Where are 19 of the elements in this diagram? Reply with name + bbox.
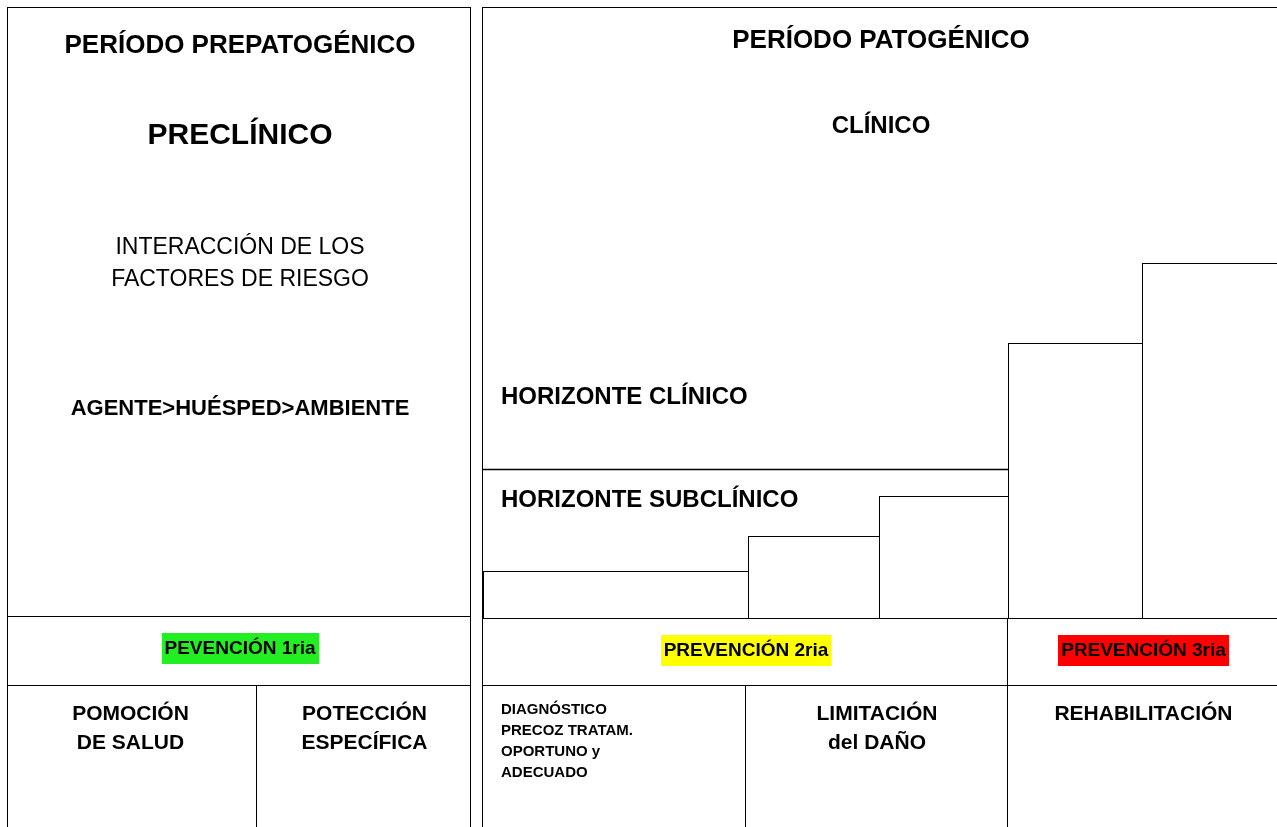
period-heading: PERÍODO PATOGÉNICO: [731, 23, 1031, 56]
description-text: INTERACCIÓN DE LOS FACTORES DE RIESGO: [110, 232, 370, 294]
horizon-label: HORIZONTE CLÍNICO: [501, 381, 749, 411]
prevention-row-cell: [7, 616, 471, 686]
measure-text: POTECCIÓN ESPECÍFICA: [300, 700, 429, 756]
prevention-level-label: PEVENCIÓN 1ria: [161, 633, 319, 664]
period-panel: [7, 7, 471, 617]
measure-text: DIAGNÓSTICO PRECOZ TRATAM. OPORTUNO y ADECUADO: [501, 699, 634, 782]
measure-text: POMOCIÓN DE SALUD: [71, 700, 190, 756]
prevention-level-label: PREVENCIÓN 3ria: [1058, 635, 1229, 666]
period-panel: [482, 7, 1277, 619]
measure-text: LIMITACIÓN del DAÑO: [815, 700, 939, 756]
stage-heading: PRECLÍNICO: [146, 116, 334, 152]
stage-heading: CLÍNICO: [830, 110, 932, 140]
factors-text: AGENTE>HUÉSPED>AMBIENTE: [69, 394, 411, 422]
measure-text: REHABILITACIÓN: [1053, 700, 1234, 726]
prevention-level-label: PREVENCIÓN 2ria: [660, 635, 832, 666]
period-heading: PERÍODO PREPATOGÉNICO: [63, 28, 417, 61]
horizon-label: HORIZONTE SUBCLÍNICO: [501, 484, 800, 514]
